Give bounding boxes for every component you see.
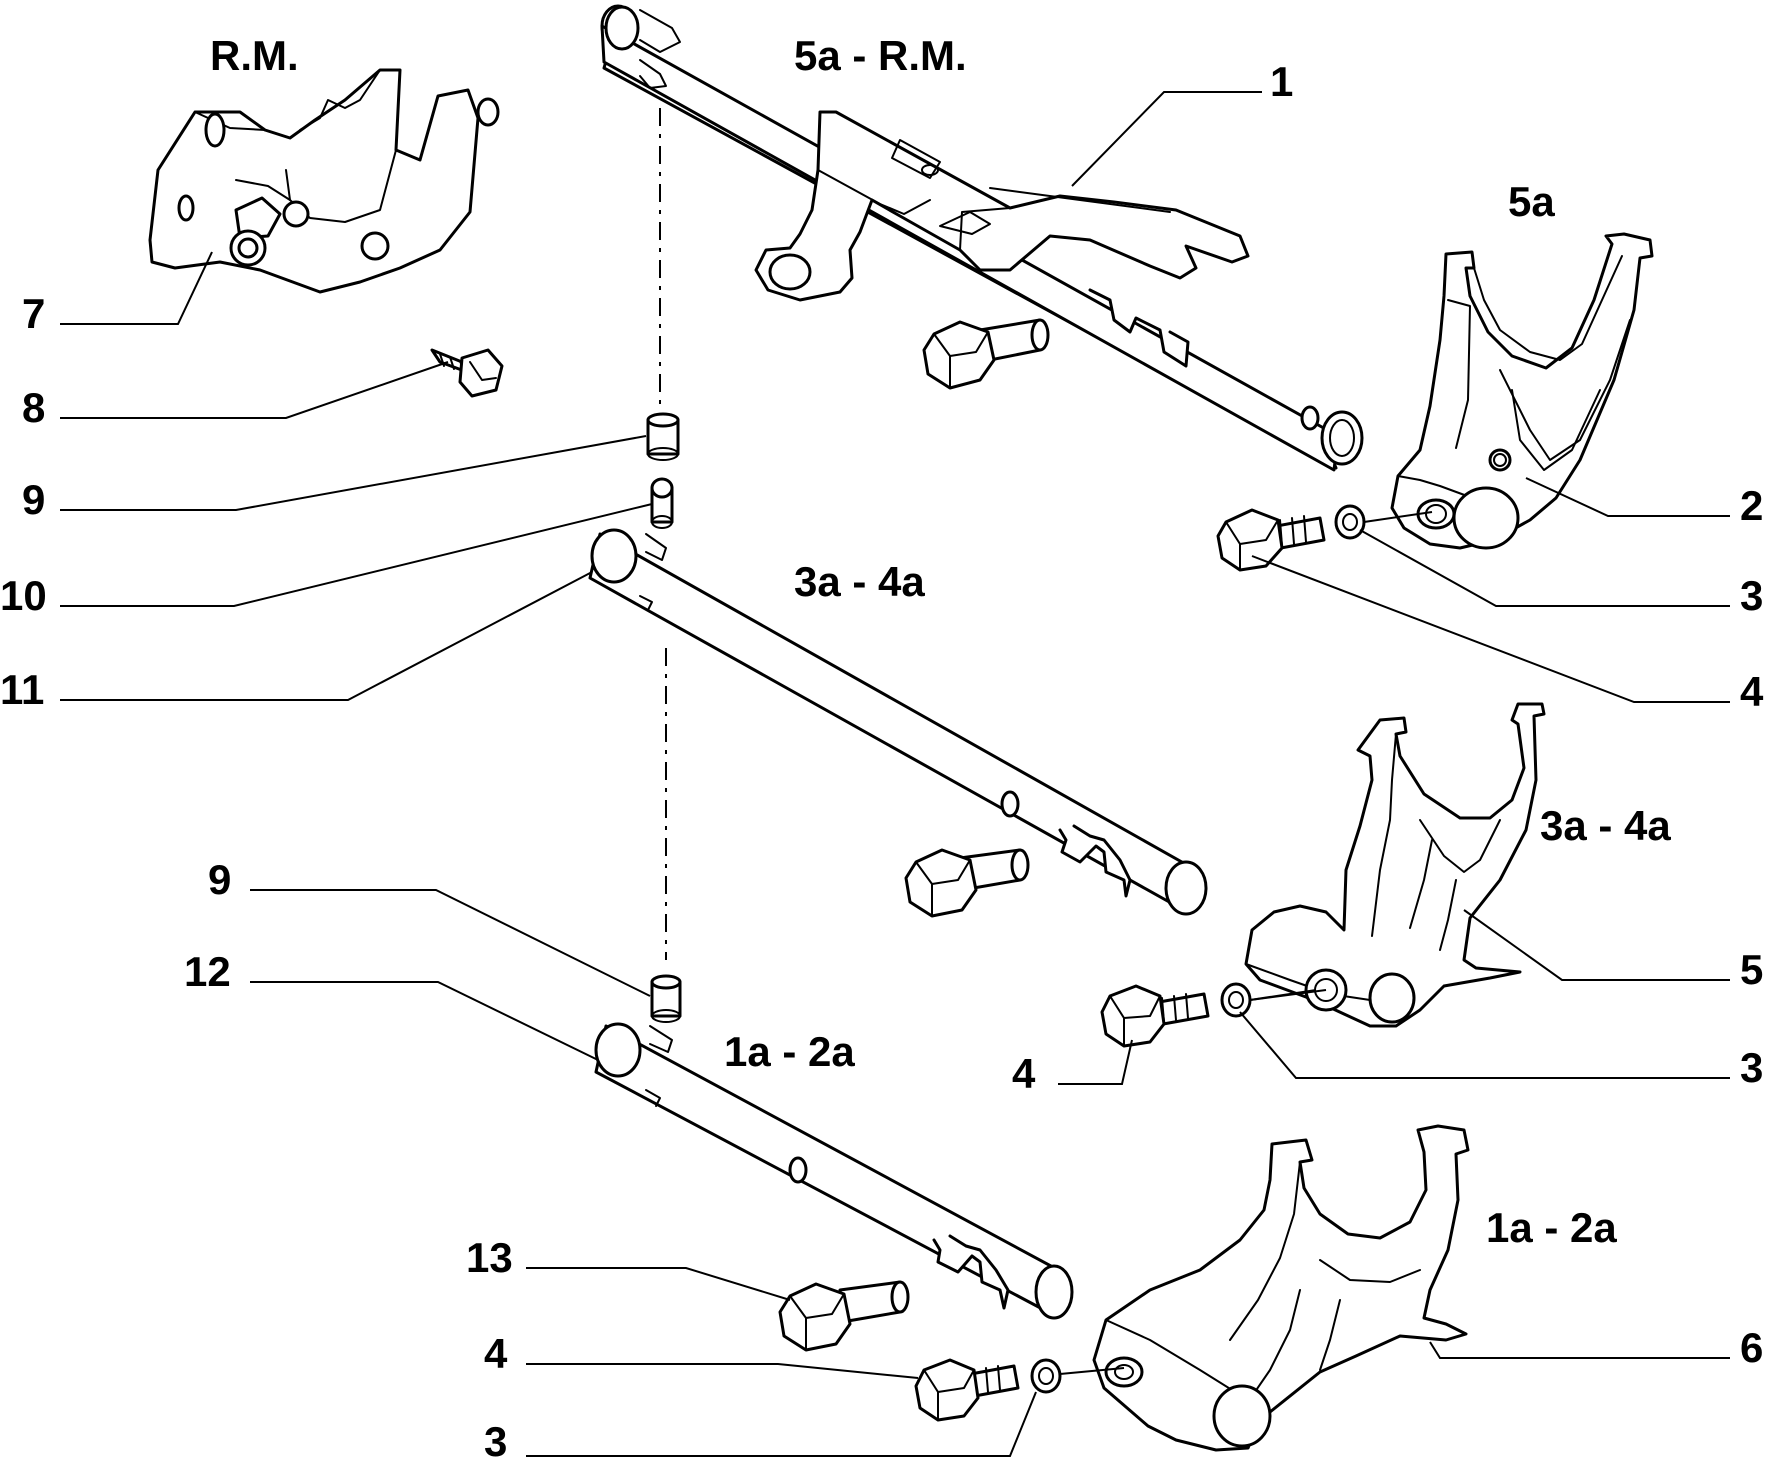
callout-3-middle: 3	[1740, 1044, 1763, 1091]
callout-12: 12	[184, 948, 231, 995]
leader-6	[1429, 1341, 1730, 1359]
leader-5	[1463, 909, 1730, 981]
leader-8	[60, 361, 449, 419]
shift-rod-1a-2a	[594, 1022, 1074, 1320]
bolt-4-middle	[1100, 984, 1210, 1048]
leader-11	[60, 571, 593, 701]
washer-3-middle	[1220, 982, 1252, 1018]
leader-3c-fork	[1059, 1367, 1125, 1375]
bolt-8	[430, 348, 504, 398]
label-5a: 5a	[1508, 178, 1555, 225]
shift-rod-3a-4a	[588, 528, 1208, 916]
fork-1a-2a	[1092, 1124, 1470, 1452]
label-3a-4a-rod: 3a - 4a	[794, 558, 925, 605]
fork-3a-4a	[1244, 702, 1546, 1028]
label-1a-2a-fork: 1a - 2a	[1486, 1204, 1617, 1251]
pin-9-lower	[650, 974, 682, 1023]
label-rm: R.M.	[210, 32, 299, 79]
label-3a-4a-fork: 3a - 4a	[1540, 802, 1671, 849]
leader-3b-washer	[1249, 989, 1317, 1001]
leader-10	[60, 503, 653, 607]
callout-3-lower: 3	[484, 1418, 507, 1459]
washer-3-upper	[1334, 504, 1366, 540]
leader-1	[1071, 91, 1262, 187]
leader-4a	[1251, 555, 1730, 703]
callout-5: 5	[1740, 946, 1763, 993]
pin-10	[650, 477, 674, 529]
callout-8: 8	[22, 384, 45, 431]
leader-3a	[1359, 529, 1730, 607]
leader-4c	[526, 1363, 919, 1379]
fork-5a	[1390, 232, 1654, 550]
callout-11: 11	[0, 666, 44, 713]
leader-9b	[250, 889, 651, 997]
detent-plunger-13	[778, 1280, 910, 1352]
leader-13	[526, 1267, 791, 1301]
leader-9a	[60, 435, 647, 511]
bolt-4-upper	[1216, 508, 1326, 572]
leader-7	[60, 251, 213, 325]
label-5a-rm: 5a - R.M.	[794, 32, 967, 79]
callout-7: 7	[22, 290, 45, 337]
reverse-lever-bracket	[148, 68, 500, 294]
callout-6: 6	[1740, 1324, 1763, 1371]
pin-9-upper	[646, 412, 680, 461]
callout-4-upper: 4	[1740, 668, 1764, 715]
leader-3c	[526, 1391, 1037, 1457]
callout-9-upper: 9	[22, 476, 45, 523]
leader-4b	[1058, 1039, 1133, 1085]
callout-9-lower: 9	[208, 856, 231, 903]
leader-lines	[60, 91, 1730, 1457]
callout-13: 13	[466, 1234, 513, 1281]
callout-4-middle: 4	[1012, 1050, 1036, 1097]
callout-1: 1	[1270, 58, 1293, 105]
detent-plunger-upper	[922, 318, 1050, 390]
callout-10: 10	[0, 572, 47, 619]
bolt-4-lower	[914, 1358, 1020, 1422]
callout-2: 2	[1740, 482, 1763, 529]
washer-3-lower	[1030, 1358, 1062, 1394]
callout-3-upper: 3	[1740, 572, 1763, 619]
callout-4-lower: 4	[484, 1330, 508, 1377]
leader-3a-fork	[1363, 511, 1433, 523]
label-1a-2a-rod: 1a - 2a	[724, 1028, 855, 1075]
leader-2	[1525, 477, 1730, 517]
shift-rod-5a-rm	[600, 4, 1364, 472]
leader-3b	[1239, 1011, 1730, 1079]
leader-12	[250, 981, 599, 1061]
detent-plunger-middle	[904, 848, 1030, 918]
